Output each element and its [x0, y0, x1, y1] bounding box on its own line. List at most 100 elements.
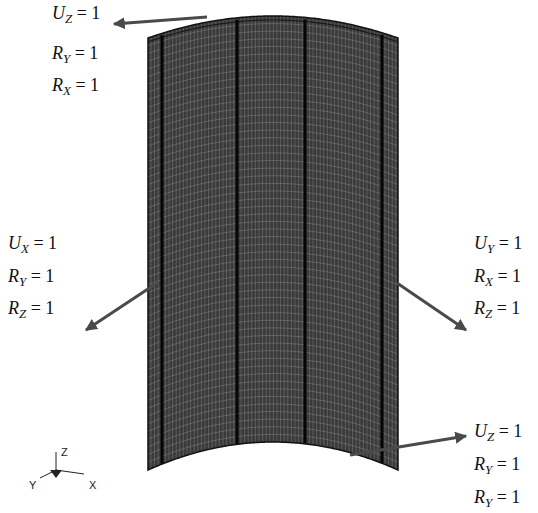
mesh-line [148, 31, 398, 53]
leader-arrow [397, 283, 466, 330]
subscript: Z [487, 429, 494, 444]
axis-label: Z [61, 446, 68, 459]
boundary-condition: UZ = 1 [474, 420, 522, 444]
stiffener [161, 35, 164, 464]
axis-line [56, 452, 57, 470]
boundary-condition: RY = 1 [474, 453, 520, 477]
mesh-line [148, 191, 398, 215]
subscript: Z [19, 306, 26, 321]
symbol: R [474, 454, 485, 474]
symbol: U [474, 233, 487, 253]
symbol: U [52, 3, 65, 23]
mesh-line [148, 130, 398, 154]
subscript: X [21, 241, 29, 256]
subscript: Y [19, 274, 26, 289]
mesh-line [148, 77, 398, 100]
boundary-condition: RX = 1 [52, 74, 99, 98]
mesh-line [148, 267, 398, 293]
subscript: Z [485, 306, 492, 321]
mesh-line [148, 183, 398, 207]
boundary-condition: RY = 1 [474, 486, 520, 510]
axis-label: X [89, 479, 96, 492]
mesh-line [148, 138, 398, 162]
symbol: R [8, 266, 19, 286]
mesh-line [148, 107, 398, 130]
symbol: R [474, 487, 485, 507]
leader-arrow [86, 283, 157, 330]
value: = 1 [26, 266, 54, 286]
mesh-line [148, 206, 398, 231]
mesh-line [148, 320, 398, 346]
mesh-line [148, 161, 398, 185]
mesh-line [148, 221, 398, 246]
mesh-line [148, 115, 398, 138]
mesh [148, 16, 398, 469]
boundary-condition: RZ = 1 [8, 297, 54, 321]
value: = 1 [492, 454, 520, 474]
boundary-condition: RY = 1 [8, 265, 54, 289]
mesh-line [148, 297, 398, 323]
panel-surface [148, 16, 398, 470]
mesh-line [148, 389, 398, 416]
value: = 1 [494, 233, 522, 253]
mesh-line [148, 313, 398, 339]
mesh-line [148, 46, 398, 68]
stiffener [304, 19, 307, 443]
mesh-line [148, 381, 398, 408]
boundary-condition: UZ = 1 [52, 2, 100, 26]
mesh-line [237, 18, 238, 444]
symbol: R [474, 266, 485, 286]
mesh-line [148, 336, 398, 362]
symbol: U [8, 233, 21, 253]
mesh-line [148, 229, 398, 254]
subscript: X [63, 83, 71, 98]
leader-arrow [114, 17, 207, 24]
mesh-line [148, 259, 398, 284]
value: = 1 [72, 3, 100, 23]
value: = 1 [70, 43, 98, 63]
mesh-line [148, 244, 398, 269]
axis-label: Y [29, 479, 36, 492]
panel-edge [148, 20, 398, 42]
symbol: R [52, 75, 63, 95]
value: = 1 [26, 298, 54, 318]
stiffener [381, 35, 384, 464]
mesh-line [148, 62, 398, 85]
mesh-line [148, 275, 398, 301]
symbol: R [8, 298, 19, 318]
mesh-line [148, 290, 398, 316]
subscript: Y [487, 241, 494, 256]
value: = 1 [494, 421, 522, 441]
subscript: Y [485, 495, 492, 510]
mesh-line [148, 54, 398, 77]
stiffener [236, 20, 239, 444]
subscript: X [485, 274, 493, 289]
mesh-line [148, 305, 398, 331]
value: = 1 [29, 233, 57, 253]
mesh-line [148, 404, 398, 431]
panel-outline [148, 16, 398, 470]
mesh-line [381, 33, 382, 464]
value: = 1 [493, 266, 521, 286]
boundary-condition: RY = 1 [52, 42, 98, 66]
mesh-line [148, 214, 398, 239]
mesh-line [148, 412, 398, 440]
mesh-line [148, 396, 398, 423]
value: = 1 [71, 75, 99, 95]
mesh-line [148, 427, 398, 455]
symbol: R [474, 298, 485, 318]
boundary-condition: RX = 1 [474, 265, 521, 289]
mesh-line [305, 18, 306, 444]
mesh-line [148, 199, 398, 224]
mesh-line [148, 84, 398, 107]
mesh-line [148, 328, 398, 354]
mesh-line [148, 92, 398, 115]
symbol: U [474, 421, 487, 441]
boundary-condition: RZ = 1 [474, 297, 520, 321]
boundary-condition: UX = 1 [8, 232, 57, 256]
mesh-line [161, 33, 162, 464]
mesh-line [148, 145, 398, 169]
mesh-line [148, 237, 398, 262]
symbol: R [52, 43, 63, 63]
